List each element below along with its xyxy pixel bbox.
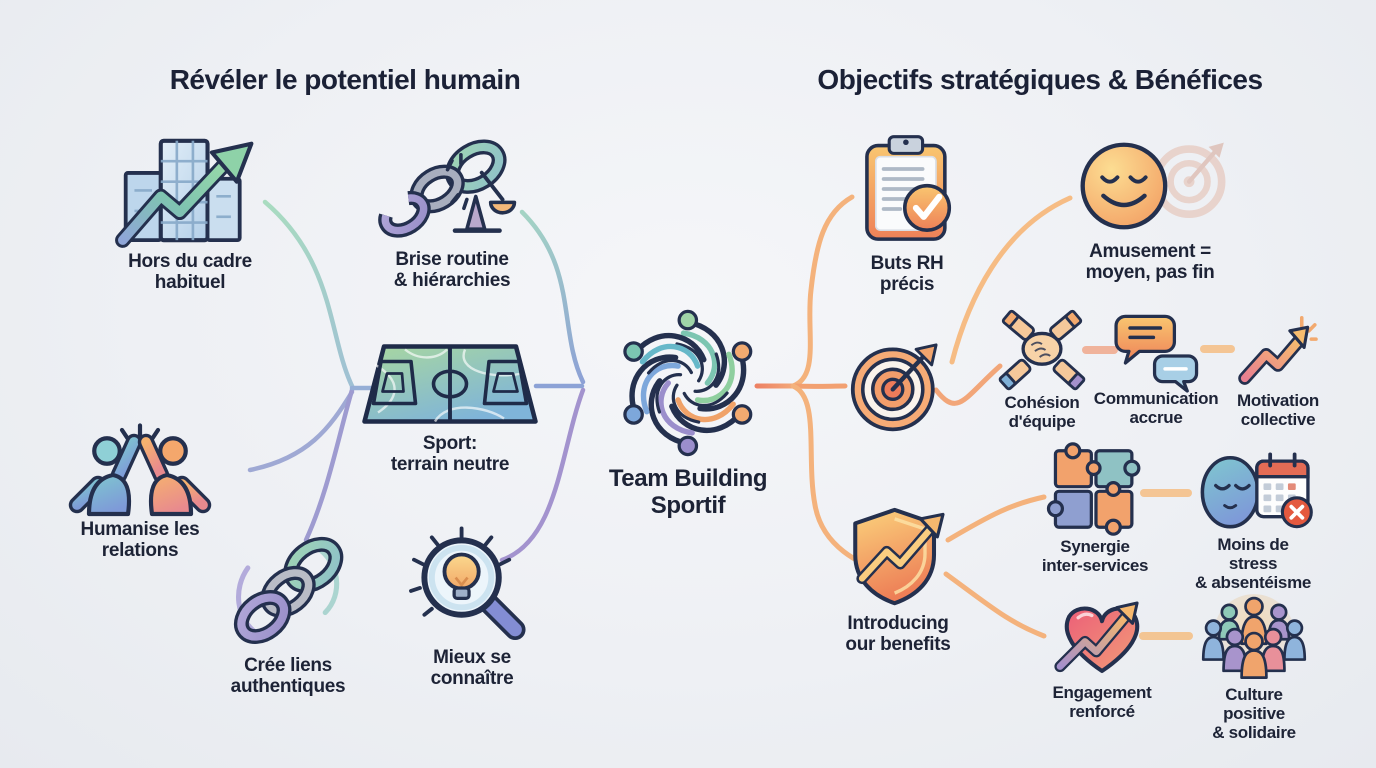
left-section-title: Révéler le potentiel humain <box>169 64 521 95</box>
target-arrow-icon <box>845 338 945 434</box>
shield-growth-icon <box>844 504 952 608</box>
node-label: Moins de stress & absentéisme <box>1194 535 1312 593</box>
right-section-title: Objectifs stratégiques & Bénéfices <box>817 64 1263 95</box>
node-amusement: Amusement = moyen, pas fin <box>1074 136 1226 284</box>
node-benefits: Introducing our benefits <box>844 504 952 656</box>
node-label: Hors du cadre habituel <box>128 251 252 294</box>
center-logo-label: Team Building Sportif <box>608 465 768 520</box>
node-cohesion: Cohésion d'équipe <box>998 309 1086 432</box>
node-sport-terrain: Sport: terrain neutre <box>360 340 540 476</box>
connector-connaitre-brace <box>499 387 586 563</box>
clipboard-check-icon <box>851 130 963 248</box>
speech-bubbles-icon <box>1114 314 1199 393</box>
node-cree-liens: Crée liens authentiques <box>227 526 349 698</box>
node-synergie: Synergie inter-services <box>1041 442 1149 576</box>
node-label: Culture positive & solidaire <box>1212 685 1296 743</box>
sports-field-icon <box>360 340 540 428</box>
node-label: Mieux se connaître <box>430 647 514 690</box>
rising-arrow-icon <box>1238 315 1318 386</box>
broken-chain-scale-icon <box>378 134 521 244</box>
connector-shield-engagement <box>943 571 1047 639</box>
connector-humanise-field <box>247 389 355 473</box>
node-engagement: Engagement renforcé <box>1051 596 1153 721</box>
node-label: Synergie inter-services <box>1041 537 1149 576</box>
chain-links-icon <box>227 526 349 650</box>
connector-brise-brace <box>519 209 586 385</box>
calm-face-calendar-icon <box>1194 450 1313 530</box>
building-growth-icon <box>115 132 261 248</box>
people-group-icon <box>1201 594 1307 680</box>
node-label: Communication accrue <box>1093 389 1219 428</box>
connector-shield-synergie <box>945 494 1047 543</box>
node-motivation: Motivation collective <box>1237 315 1319 430</box>
high-five-people-icon <box>65 423 215 517</box>
node-buts-rh: Buts RH précis <box>851 130 963 296</box>
node-label: Humanise les relations <box>80 519 200 562</box>
connector-target-cohesion <box>933 363 1003 406</box>
puzzle-pieces-icon <box>1047 442 1141 536</box>
node-brise-routine: Brise routine & hiérarchies <box>378 134 521 292</box>
heart-arrow-icon <box>1051 596 1153 678</box>
hands-together-icon <box>998 309 1086 391</box>
node-humanise: Humanise les relations <box>65 423 215 562</box>
node-communication: Communication accrue <box>1094 314 1219 427</box>
node-label: Introducing our benefits <box>845 613 951 656</box>
node-team-building-sportif: Team Building Sportif <box>608 306 768 520</box>
node-label: Motivation collective <box>1237 391 1319 430</box>
magnifier-lightbulb-icon <box>409 526 533 642</box>
connector-horscadre-field <box>262 199 355 389</box>
node-label: Amusement = moyen, pas fin <box>1085 241 1215 284</box>
node-label: Engagement renforcé <box>1052 683 1152 722</box>
node-stress: Moins de stress & absentéisme <box>1192 450 1315 593</box>
node-culture: Culture positive & solidaire <box>1193 594 1315 743</box>
node-label: Cohésion d'équipe <box>1004 393 1080 432</box>
connector-target-smiley <box>949 195 1073 365</box>
swirl-team-logo <box>612 306 764 460</box>
node-label: Crée liens authentiques <box>230 655 346 698</box>
node-hors-du-cadre: Hors du cadre habituel <box>115 132 261 294</box>
smiley-target-icon <box>1074 136 1226 236</box>
node-label: Brise routine & hiérarchies <box>393 249 511 292</box>
node-label: Buts RH précis <box>870 253 944 296</box>
connector-liens-field <box>303 387 355 543</box>
node-target-hub <box>845 338 945 434</box>
node-mieux-connaitre: Mieux se connaître <box>409 526 533 690</box>
connector-brace-clipboard <box>790 194 855 389</box>
node-label: Sport: terrain neutre <box>390 433 510 476</box>
